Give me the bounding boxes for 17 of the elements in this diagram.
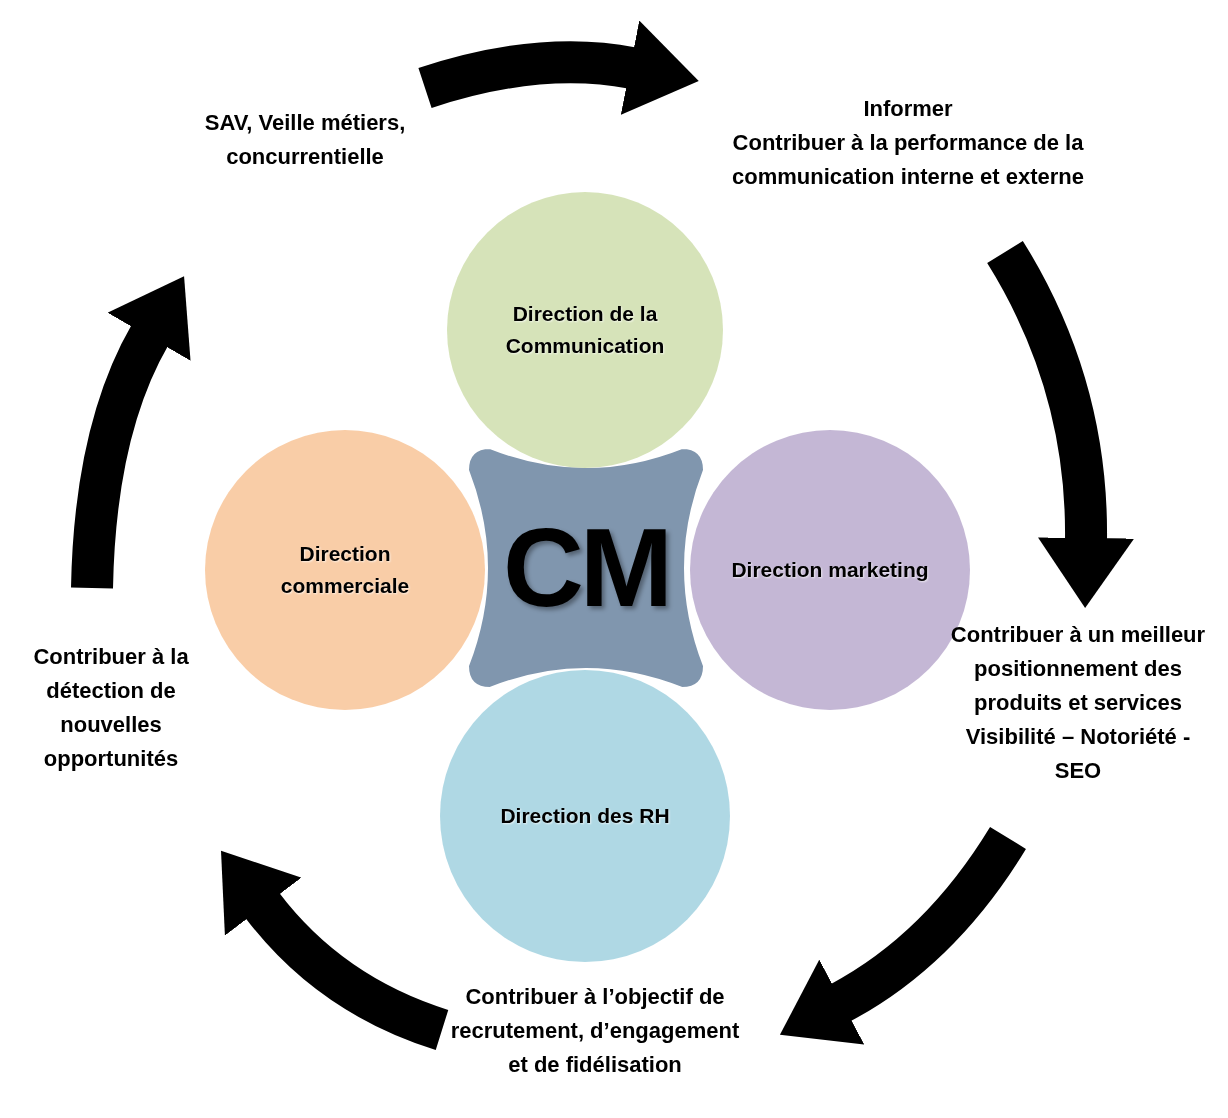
curved-arrow bbox=[986, 241, 1134, 608]
caption-text: Contribuer à la performance de la communication interne et externe bbox=[730, 129, 1086, 191]
center-label: CM bbox=[502, 512, 670, 624]
caption-text: SAV, Veille métiers, concurrentielle bbox=[203, 109, 407, 171]
curved-arrow bbox=[780, 826, 1026, 1044]
curved-arrow bbox=[71, 275, 192, 589]
circle-label: Direction de la Communication bbox=[504, 301, 666, 359]
circle-label: Direction commerciale bbox=[279, 541, 411, 599]
caption-text: Visibilité – Notoriété - SEO bbox=[964, 723, 1192, 785]
caption-text: Informer bbox=[862, 95, 954, 123]
caption-text: Contribuer à un meilleur positionnement des produits et services bbox=[949, 621, 1207, 717]
circle-label: Direction des RH bbox=[500, 803, 670, 829]
circle-label: Direction marketing bbox=[731, 557, 929, 583]
curved-arrow bbox=[418, 20, 700, 115]
curved-arrow bbox=[219, 851, 449, 1050]
caption-text: Contribuer à l’objectif de recrutement, d’engagement et de fidélisation bbox=[449, 983, 741, 1079]
caption-text: Contribuer à la détection de nouvelles opportunités bbox=[32, 643, 190, 773]
